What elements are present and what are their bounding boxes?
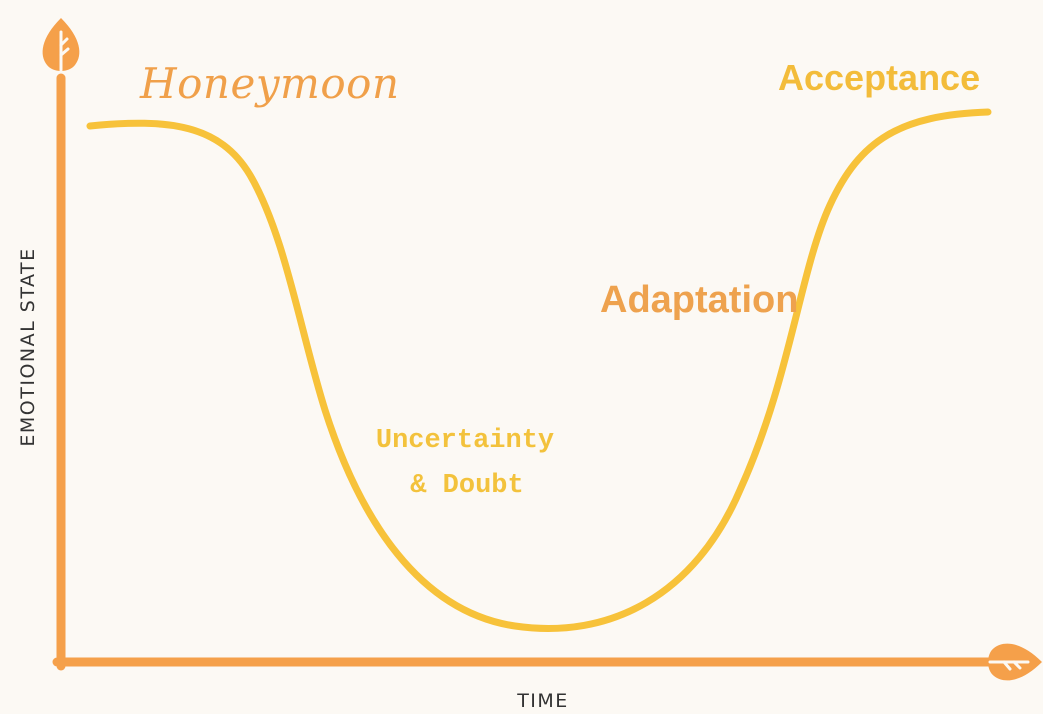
x-axis-label: TIME	[516, 690, 569, 712]
leaf-icon	[988, 643, 1042, 681]
y-axis-label: EMOTIONAL STATE	[17, 247, 39, 446]
leaf-icon	[42, 18, 80, 72]
stage-label-uncertainty: Uncertainty	[376, 426, 554, 456]
stage-label-honeymoon: Honeymoon	[139, 59, 400, 108]
stage-label-acceptance: Acceptance	[778, 57, 980, 98]
stage-label-doubt: & Doubt	[410, 471, 523, 501]
stage-label-adaptation: Adaptation	[600, 279, 798, 321]
emotion-curve	[86, 108, 992, 632]
